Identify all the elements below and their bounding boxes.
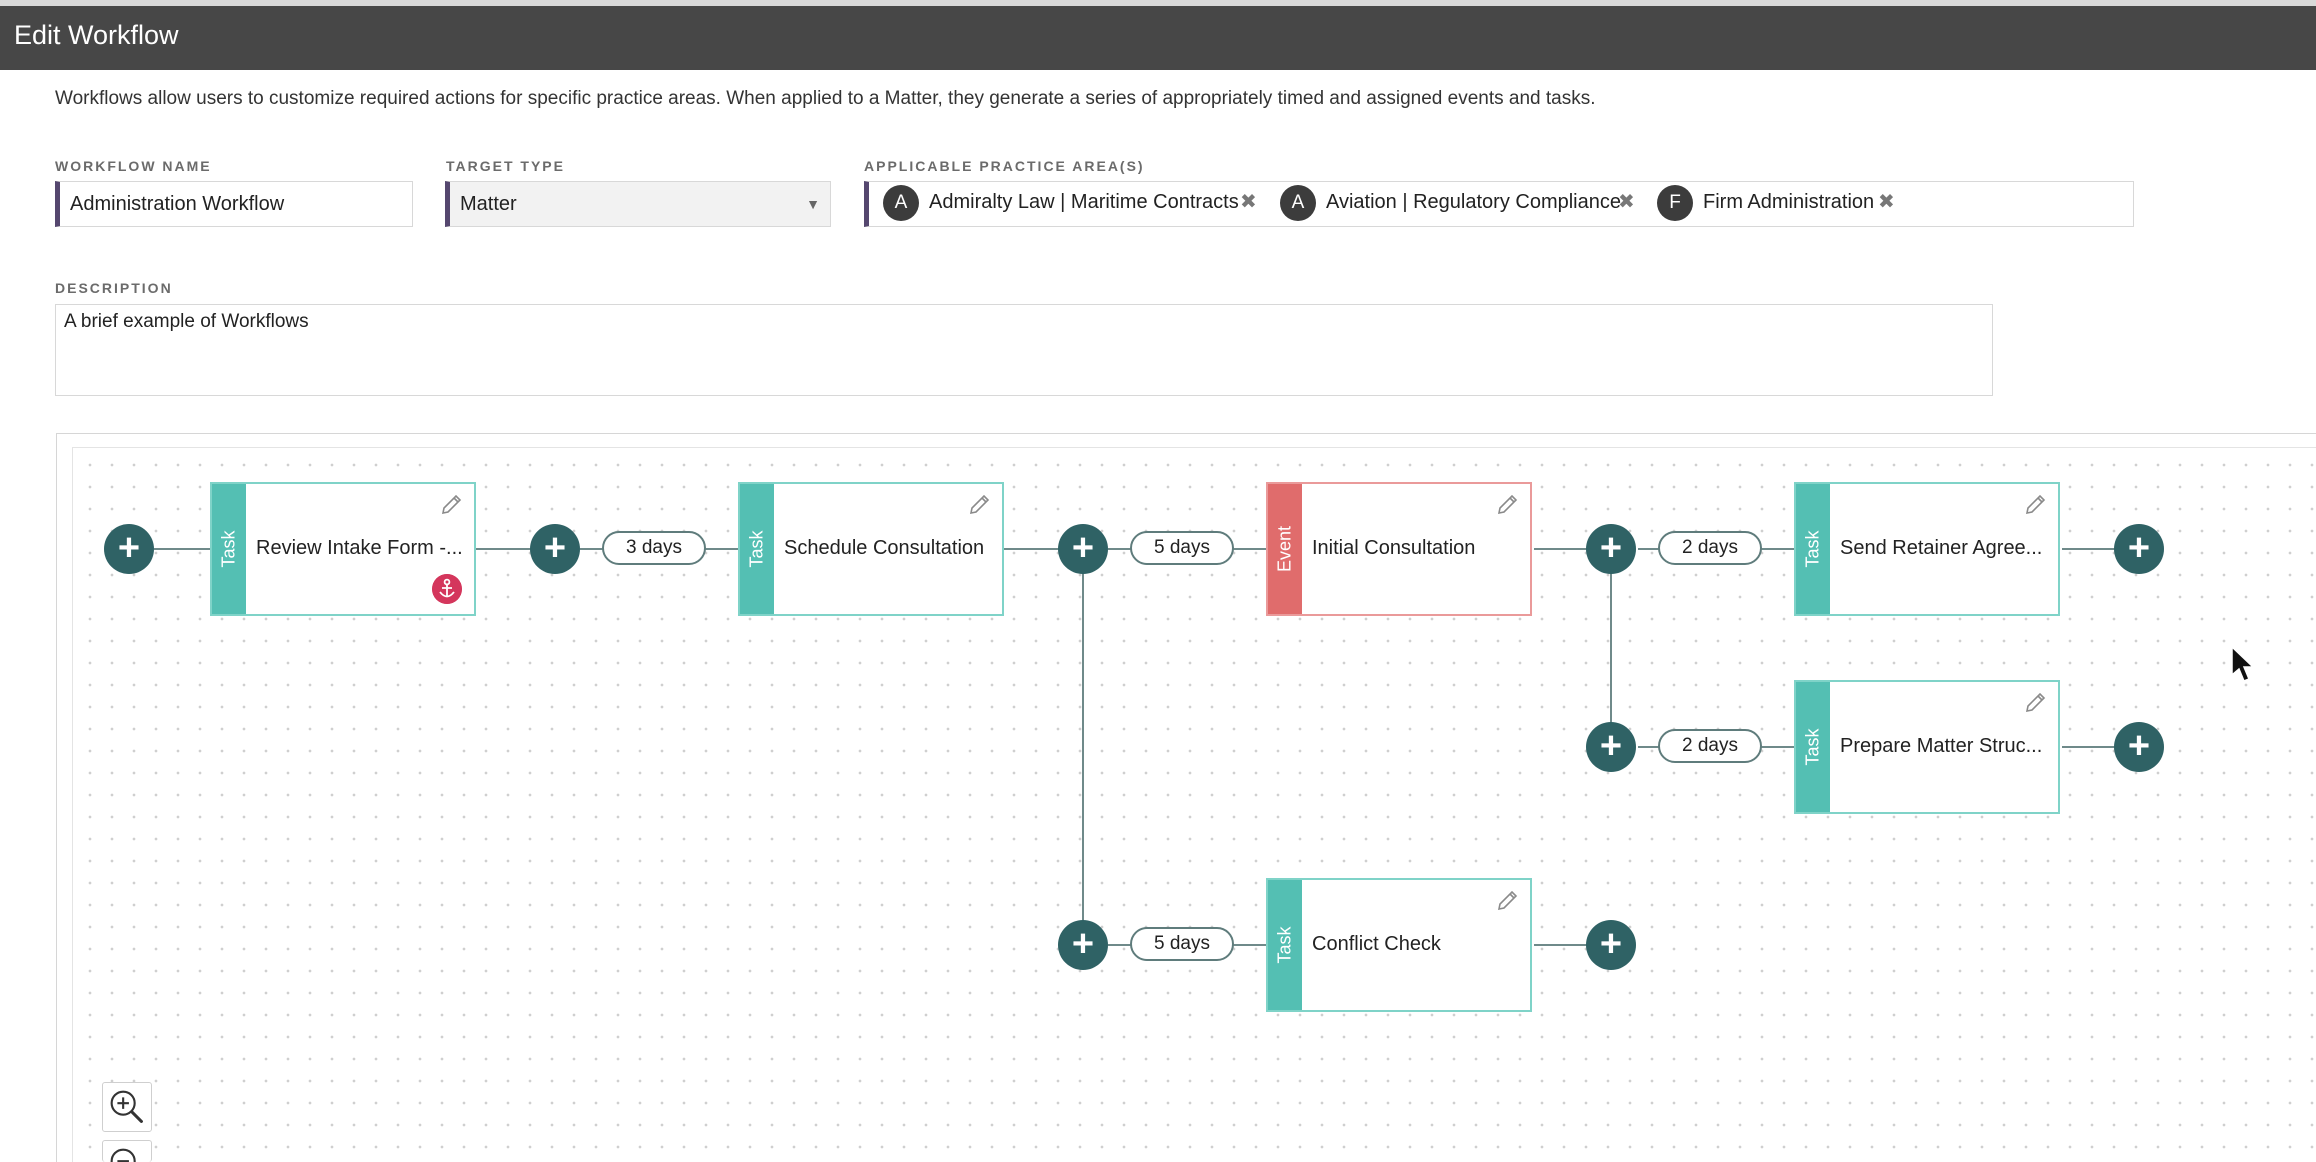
delay-pill[interactable]: 5 days [1130, 927, 1234, 961]
workflow-node-prepare-matter-structure[interactable]: Task Prepare Matter Struc... [1794, 680, 2060, 814]
node-type-band: Task [1796, 682, 1830, 812]
add-step-button[interactable]: + [1586, 722, 1636, 772]
pencil-icon[interactable] [440, 492, 464, 516]
zoom-out-icon [110, 1148, 136, 1162]
chip-remove-icon[interactable]: ✖ [1878, 191, 1895, 213]
node-name: Send Retainer Agree... [1840, 537, 2043, 559]
chip-avatar: F [1657, 185, 1693, 221]
delay-pill[interactable]: 5 days [1130, 531, 1234, 565]
intro-text: Workflows allow users to customize requi… [55, 88, 1596, 109]
node-name: Review Intake Form -... [256, 537, 463, 559]
chevron-down-icon: ▼ [806, 196, 820, 212]
delay-pill[interactable]: 2 days [1658, 729, 1762, 763]
connector-line [1534, 548, 1598, 550]
pencil-icon[interactable] [1496, 888, 1520, 912]
connector-line [476, 548, 540, 550]
delay-pill[interactable]: 2 days [1658, 531, 1762, 565]
chip-avatar: A [883, 185, 919, 221]
node-type-band: Task [1796, 484, 1830, 614]
zoom-out-button[interactable] [102, 1140, 152, 1162]
workflow-node-send-retainer-agreement[interactable]: Task Send Retainer Agree... [1794, 482, 2060, 616]
practice-areas-label: APPLICABLE PRACTICE AREA(S) [864, 158, 1145, 174]
add-step-button[interactable]: + [530, 524, 580, 574]
pencil-icon[interactable] [1496, 492, 1520, 516]
chip-avatar: A [1280, 185, 1316, 221]
workflow-name-label: WORKFLOW NAME [55, 158, 212, 174]
workflow-node-review-intake-form[interactable]: Task Review Intake Form -... [210, 482, 476, 616]
connector-line [1610, 548, 1612, 748]
practice-area-chip: A Aviation | Regulatory Compliance ✖ [1280, 183, 1650, 223]
pencil-icon[interactable] [2024, 492, 2048, 516]
node-type-band: Task [212, 484, 246, 614]
add-step-button[interactable]: + [1586, 920, 1636, 970]
add-step-button[interactable]: + [1586, 524, 1636, 574]
node-name: Schedule Consultation [784, 537, 985, 559]
connector-line [1004, 548, 1068, 550]
chip-label: Firm Administration [1703, 191, 1875, 213]
node-type-band: Event [1268, 484, 1302, 614]
node-type-band: Task [1268, 880, 1302, 1010]
practice-areas-input[interactable] [864, 181, 2134, 227]
practice-area-chip: A Admiralty Law | Maritime Contracts ✖ [883, 183, 1263, 223]
pencil-icon[interactable] [968, 492, 992, 516]
target-type-label: TARGET TYPE [446, 158, 565, 174]
add-step-button[interactable]: + [2114, 524, 2164, 574]
node-name: Prepare Matter Struc... [1840, 735, 2043, 757]
practice-area-chip: F Firm Administration ✖ [1657, 183, 1917, 223]
add-step-button[interactable]: + [1058, 524, 1108, 574]
chip-label: Admiralty Law | Maritime Contracts [929, 191, 1239, 213]
add-step-button[interactable]: + [1058, 920, 1108, 970]
workflow-node-conflict-check[interactable]: Task Conflict Check [1266, 878, 1532, 1012]
zoom-in-icon [110, 1090, 143, 1123]
title-bar: Edit Workflow [0, 6, 2316, 70]
workflow-node-initial-consultation[interactable]: Event Initial Consultation [1266, 482, 1532, 616]
workflow-node-schedule-consultation[interactable]: Task Schedule Consultation [738, 482, 1004, 616]
add-step-button[interactable]: + [104, 524, 154, 574]
node-type-label: Task [746, 530, 767, 568]
connector-line [1082, 548, 1084, 946]
anchor-icon [432, 574, 462, 604]
node-type-label: Event [1274, 525, 1295, 573]
node-name: Initial Consultation [1312, 537, 1476, 559]
target-type-select[interactable]: Matter ▼ [445, 181, 831, 227]
node-type-label: Task [218, 530, 239, 568]
pencil-icon[interactable] [2024, 690, 2048, 714]
connector-line [2062, 746, 2126, 748]
zoom-in-button[interactable] [102, 1082, 152, 1132]
connector-line [154, 548, 212, 550]
add-step-button[interactable]: + [2114, 722, 2164, 772]
target-type-value: Matter [460, 193, 517, 215]
connector-line [1534, 944, 1598, 946]
workflow-name-input[interactable]: Administration Workflow [55, 181, 413, 227]
delay-pill[interactable]: 3 days [602, 531, 706, 565]
node-type-label: Task [1274, 926, 1295, 964]
description-label: DESCRIPTION [55, 280, 173, 296]
window-top-strip [0, 0, 2316, 6]
connector-line [2062, 548, 2126, 550]
chip-remove-icon[interactable]: ✖ [1618, 191, 1635, 213]
description-textarea[interactable]: A brief example of Workflows [55, 304, 1993, 396]
node-type-label: Task [1802, 530, 1823, 568]
chip-label: Aviation | Regulatory Compliance [1326, 191, 1621, 213]
node-type-label: Task [1802, 728, 1823, 766]
node-name: Conflict Check [1312, 933, 1441, 955]
mouse-cursor-icon [2231, 645, 2255, 682]
page-title: Edit Workflow [14, 20, 179, 50]
chip-remove-icon[interactable]: ✖ [1240, 191, 1257, 213]
node-type-band: Task [740, 484, 774, 614]
